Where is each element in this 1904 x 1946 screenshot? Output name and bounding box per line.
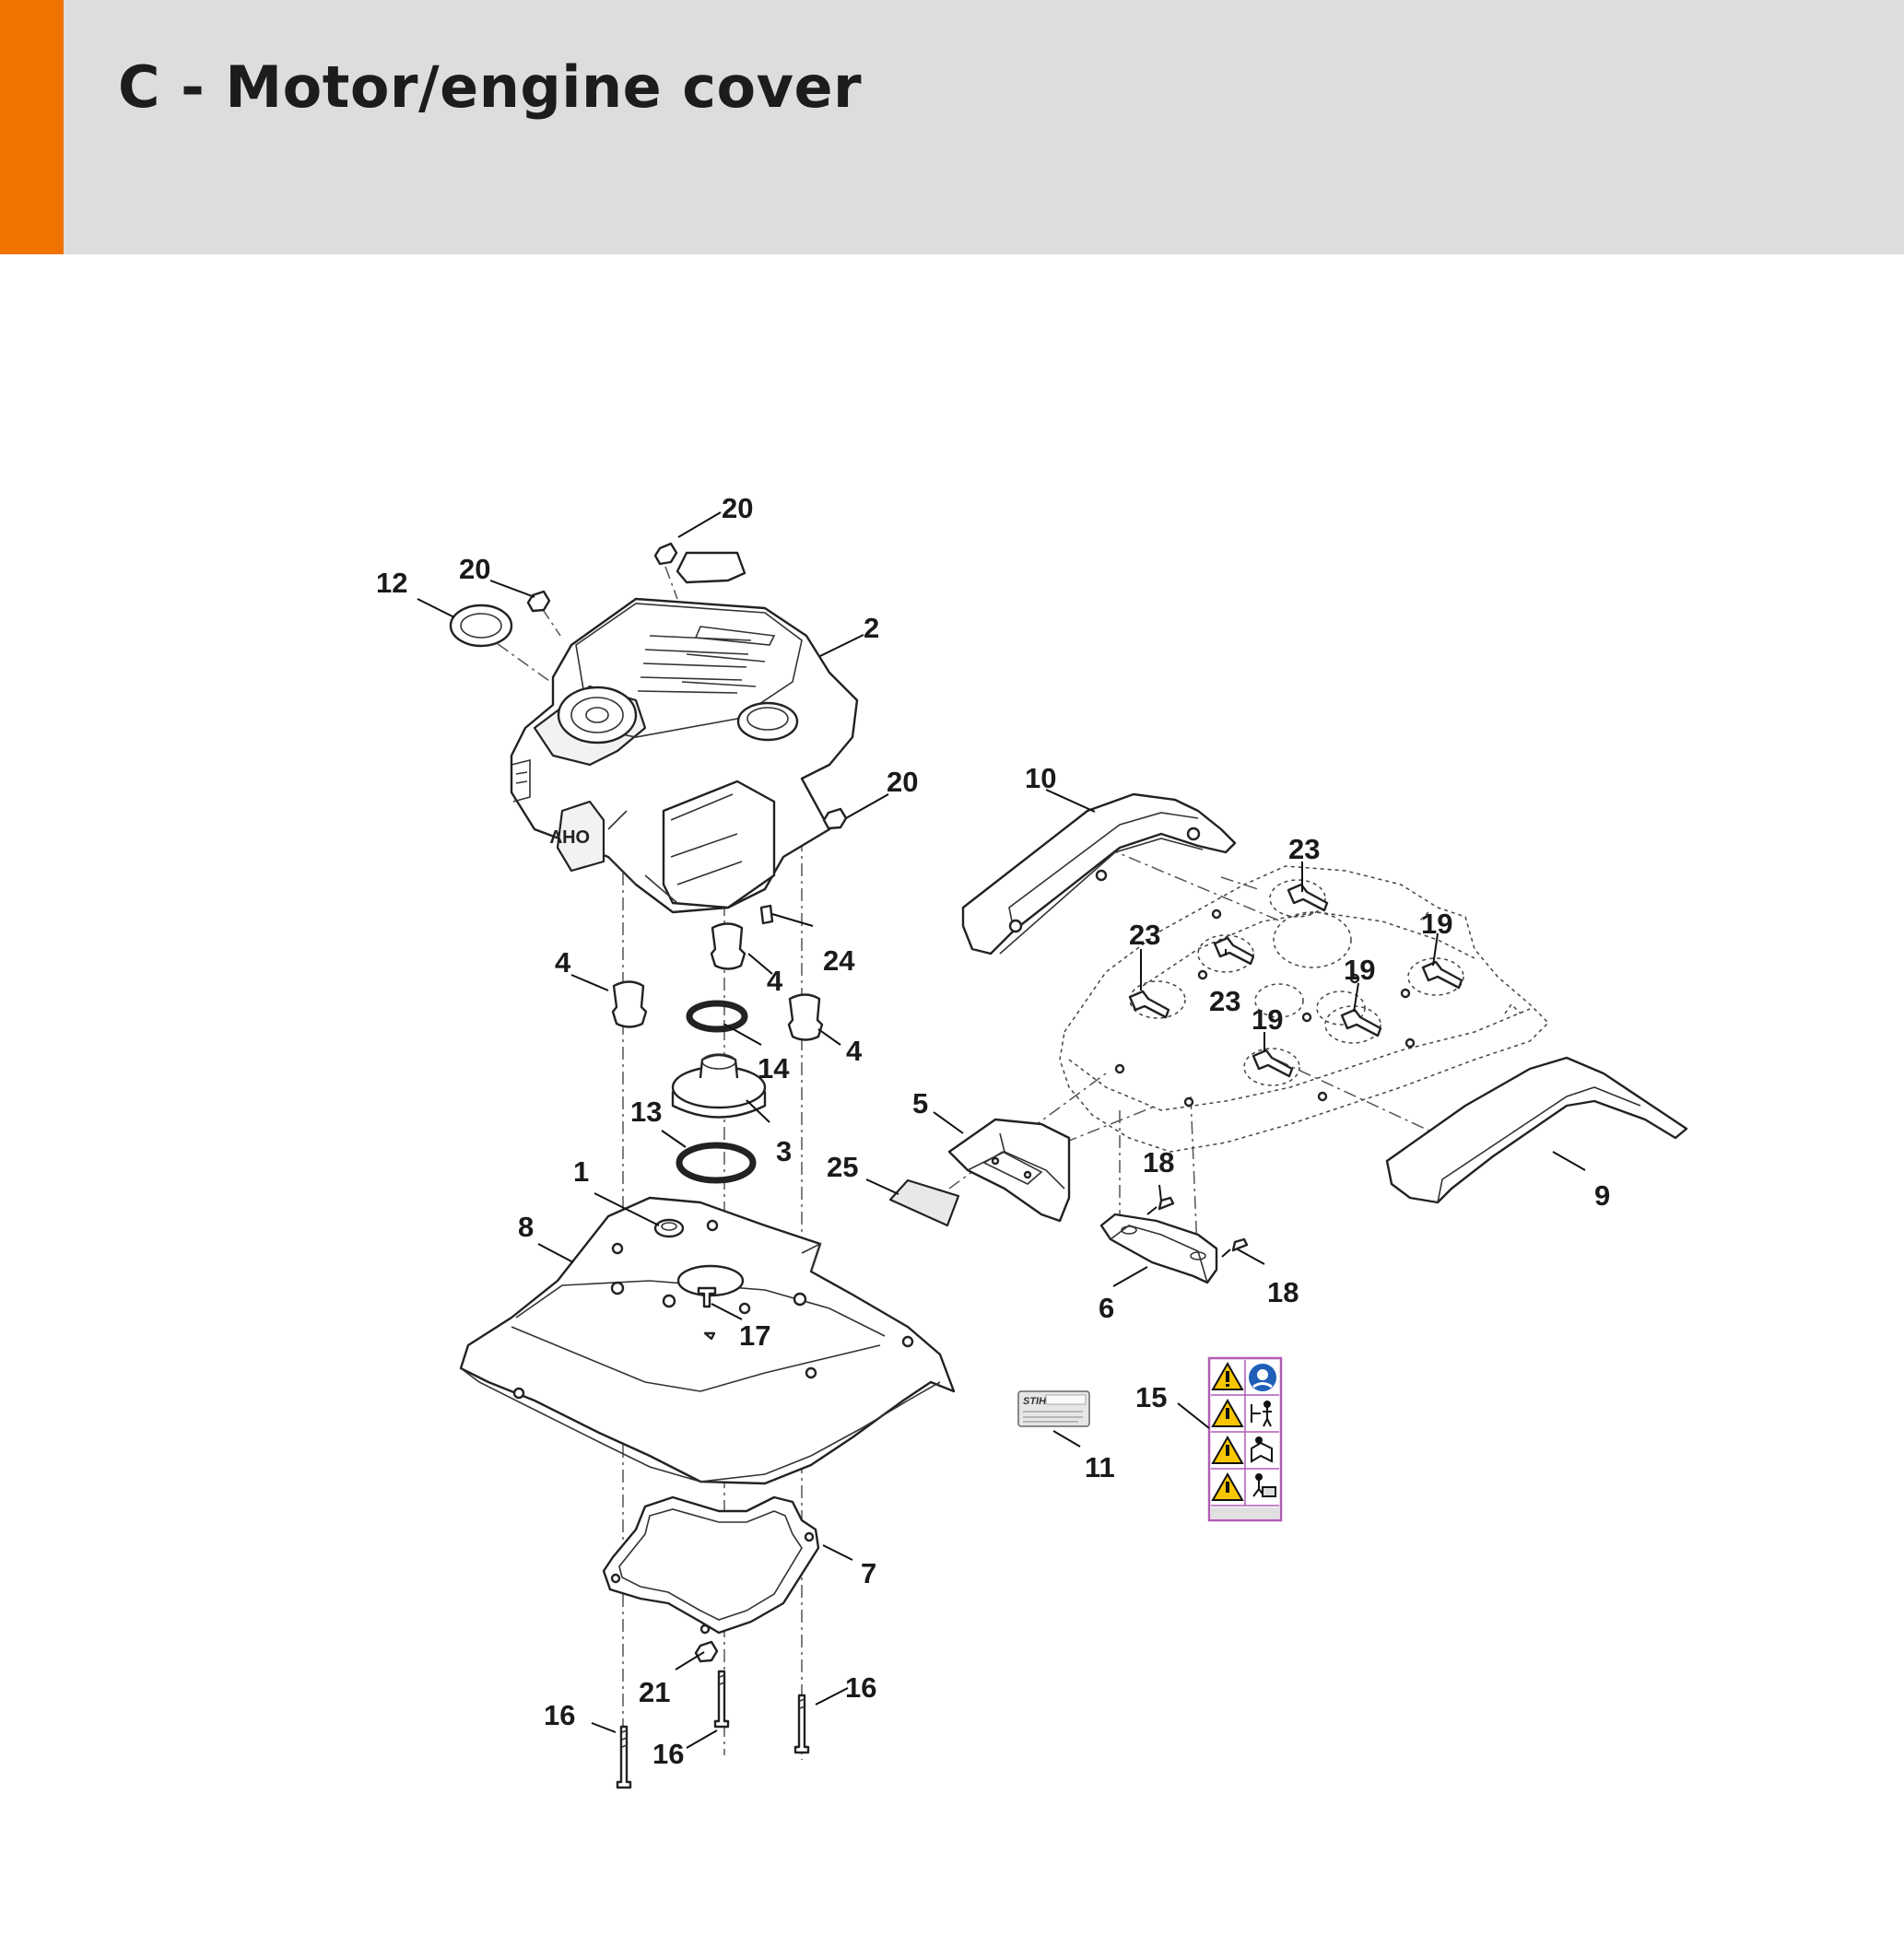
callout-12: 12 — [376, 567, 407, 599]
washer-part-12 — [449, 604, 513, 648]
warning-label-part-15 — [1207, 1356, 1283, 1522]
callout-20: 20 — [459, 553, 490, 585]
handle-part-9 — [1385, 1056, 1688, 1204]
callout-9: 9 — [1594, 1179, 1610, 1212]
svg-text:OHV: OHV — [549, 826, 590, 846]
callout-19: 19 — [1344, 954, 1375, 986]
callout-16: 16 — [652, 1738, 684, 1770]
o-ring-part-13 — [676, 1142, 757, 1184]
callout-14: 14 — [758, 1052, 790, 1084]
callout-23: 23 — [1288, 833, 1320, 865]
callout-labels: 20 20 12 2 20 10 23 23 23 19 19 19 4 4 4… — [376, 492, 1610, 1770]
callout-19: 19 — [1252, 1003, 1283, 1036]
leader-lines — [417, 511, 1586, 1749]
callout-24: 24 — [823, 944, 855, 977]
exploded-parts-diagram: OHV — [376, 492, 1688, 1789]
callout-7: 7 — [861, 1557, 876, 1589]
callout-20: 20 — [887, 766, 918, 798]
callout-4: 4 — [555, 946, 571, 979]
screw-part-19 — [1252, 960, 1463, 1078]
read-manual-icon — [1251, 1436, 1273, 1463]
callout-17: 17 — [739, 1319, 770, 1352]
keep-distance-icon — [1251, 1401, 1272, 1427]
callout-1: 1 — [573, 1155, 589, 1188]
callout-21: 21 — [639, 1676, 670, 1708]
callout-4: 4 — [846, 1035, 863, 1067]
o-ring-part-14 — [686, 1000, 748, 1033]
bolt-part-16 — [616, 1670, 810, 1789]
screw-part-18 — [1146, 1196, 1249, 1258]
header-accent-stripe — [0, 0, 64, 254]
nut-part-21 — [694, 1640, 719, 1663]
label-part-11: STIHL — [1017, 1390, 1090, 1427]
screw-part-17 — [697, 1286, 717, 1308]
callout-10: 10 — [1025, 762, 1056, 794]
callout-18: 18 — [1267, 1276, 1299, 1308]
gasket-part-7 — [602, 1495, 820, 1635]
callout-23: 23 — [1209, 985, 1240, 1017]
callout-4: 4 — [767, 965, 783, 997]
engine-part-2: OHV — [510, 551, 859, 914]
callout-15: 15 — [1135, 1381, 1167, 1413]
seal-part-3 — [671, 1053, 767, 1119]
callout-18: 18 — [1143, 1146, 1174, 1178]
grip-part-6 — [1099, 1213, 1218, 1284]
bracket-part-5 — [947, 1118, 1071, 1223]
grommet-part-4 — [611, 922, 824, 1041]
callout-16: 16 — [544, 1699, 575, 1731]
pad-part-25 — [888, 1178, 960, 1227]
key-part-24 — [759, 904, 774, 925]
plug-part-1 — [653, 1218, 685, 1238]
callout-16: 16 — [845, 1671, 876, 1704]
frame-plate-outline — [1059, 865, 1550, 1153]
callout-8: 8 — [518, 1211, 534, 1243]
callout-5: 5 — [912, 1087, 928, 1120]
callout-3: 3 — [776, 1135, 792, 1167]
motor-cover-part-8 — [459, 1196, 956, 1485]
label-11-logo: STIHL — [1023, 1396, 1052, 1407]
page-title: C - Motor/engine cover — [118, 53, 863, 121]
callout-2: 2 — [864, 612, 879, 644]
callout-11: 11 — [1085, 1451, 1115, 1483]
header-bar: C - Motor/engine cover — [0, 0, 1904, 254]
nut-part-20 — [526, 542, 848, 830]
operator-icon — [1252, 1473, 1276, 1497]
callout-6: 6 — [1099, 1292, 1114, 1324]
callout-25: 25 — [827, 1151, 858, 1183]
callout-23: 23 — [1129, 919, 1160, 951]
callout-19: 19 — [1421, 908, 1452, 940]
callout-13: 13 — [630, 1096, 662, 1128]
handle-part-10 — [961, 792, 1237, 955]
callout-20: 20 — [722, 492, 753, 524]
